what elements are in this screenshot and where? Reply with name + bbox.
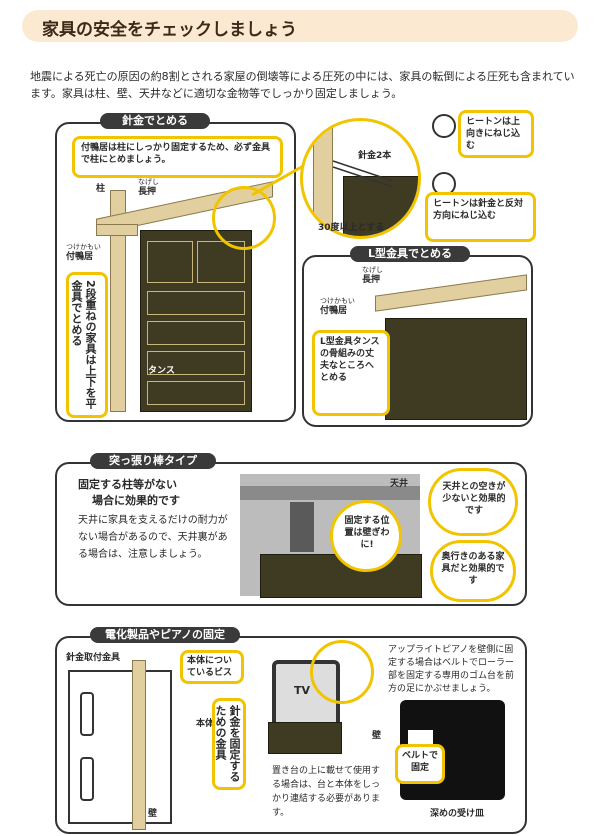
wire-info-box: 付鴨居は柱にしっかり固定するため、必ず金具で柱にとめましょう。 [72,136,283,178]
l-cabinet-illustration [385,318,527,420]
wire-info-text: 付鴨居は柱にしっかり固定するため、必ず金具で柱にとめましょう。 [81,143,271,165]
zoom-circle [212,186,276,250]
tv-stand [268,722,342,754]
label-hontai: 本体 [196,719,215,729]
eye-hook-icon [432,114,456,138]
label-wall1: 壁 [148,809,158,819]
label-tsukekamoi: 付鴨居 [66,252,94,262]
label-tsukekamoi-ruby: つけかもい [66,243,101,251]
hint2-box: ヒートンは針金と反対方向にねじ込む [425,192,536,242]
lbracket-tag: L型金具でとめる [350,246,470,262]
stack-note-box: 2段重ねの家具は上下を平金具でとめる [66,272,108,418]
stack-note-text: 2段重ねの家具は上下を平金具でとめる [70,280,97,409]
hint1-box: ヒートンは上向きにねじ込む [458,110,534,158]
wire-detail-circle [300,118,421,239]
l-note-text: L型金具タンスの骨組みの丈夫なところへとめる [320,337,380,383]
screw-note-box: 本体についているビス [180,650,244,684]
label-nageshi-ruby: なげし [138,178,159,186]
intro-text: 地震による死亡の原因の約8割とされる家屋の倒壊等による圧死の中には、家具の転倒に… [30,70,575,100]
bubble-deep: 奥行きのある家具だと効果的です [430,540,516,602]
l-note-box: L型金具タンスの骨組みの丈夫なところへとめる [312,330,390,416]
label-tenjo: 天井 [390,479,409,489]
fridge-illustration [68,670,172,824]
fix-note-box: 針金を固定するための金具 [212,698,246,790]
bubble-position: 固定する位置は壁ぎわに! [330,500,402,572]
pole-head2: 場合に効果的です [92,494,180,507]
piano-note: アップライトピアノを壁側に固定する場合はベルトでローラー部を固定する専用のゴム台… [388,645,515,694]
wall-strip [132,660,146,830]
appliance-tag: 電化製品やピアノの固定 [90,627,240,643]
zoom-arrow [251,163,306,197]
label-wall2: 壁 [372,731,382,741]
tray-label: 深めの受け皿 [430,809,485,819]
wire-tag: 針金でとめる [100,113,210,129]
tsukekamoi-beam [96,224,138,236]
pole-head1: 固定する柱等がない [78,478,177,491]
l-label-tsukekamoi: 付鴨居 [320,306,348,316]
label-kanagu: 針金取付金具 [66,653,121,663]
tv-detail-circle [310,640,374,704]
l-label-nageshi-ruby: なげし [362,266,383,274]
label-nageshi: 長押 [138,187,157,197]
tv-note: 置き台の上に載せて使用する場合は、台と本体をしっかり連結する必要があります。 [272,766,381,818]
page-title-bar: 家具の安全をチェックしましょう [22,10,578,42]
hint1-text: ヒートンは上向きにねじ込む [466,117,521,151]
hint2-text: ヒートンは針金と反対方向にねじ込む [433,199,524,221]
l-label-nageshi: 長押 [362,275,381,285]
bubble-gap: 天井との空きが少ないと効果的です [428,468,518,536]
label-tansu: タンス [148,366,175,376]
page-title: 家具の安全をチェックしましょう [42,20,297,40]
belt-box: ベルトで固定 [395,744,445,784]
label-angle: 30度以上とする [318,223,385,233]
cabinet-illustration [140,230,252,412]
pole-tag: 突っ張り棒タイプ [90,453,216,469]
label-harigane2: 針金2本 [358,151,392,161]
pole-body: 天井に家具を支えるだけの耐力がない場合があるので、天井裏がある場合は、注意しまし… [78,515,228,560]
pillar [110,190,126,412]
l-label-tsukekamoi-ruby: つけかもい [320,297,355,305]
label-hashira: 柱 [96,184,106,194]
